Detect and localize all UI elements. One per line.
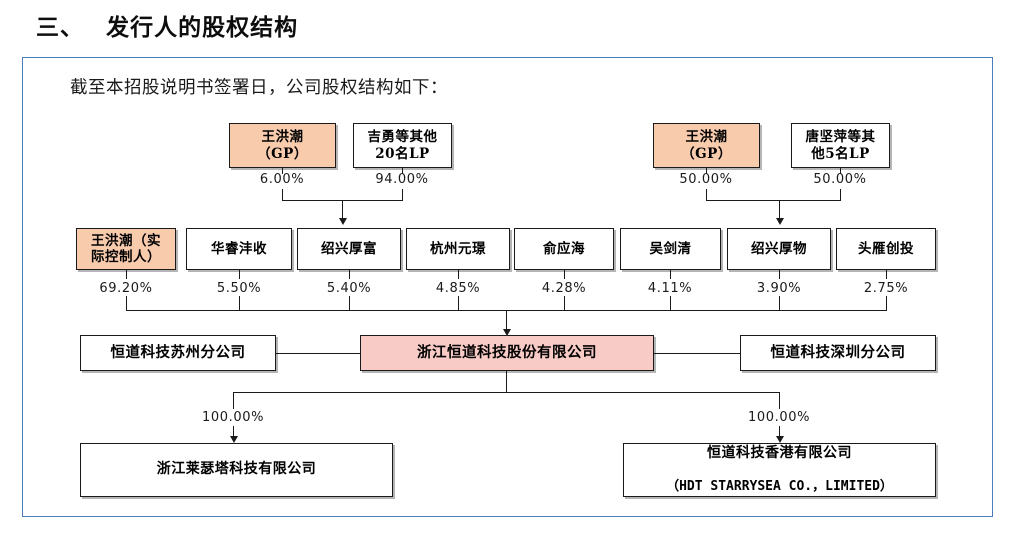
connector-sh7-drop (886, 296, 888, 311)
pct-shareholder-6: 3.90% (756, 281, 802, 296)
shareholder-box-3[interactable]: 杭州元璟 (406, 228, 510, 270)
arrowhead-left-target (338, 218, 347, 225)
shareholder-box-5[interactable]: 吴剑清 (620, 228, 721, 270)
arrowhead-subsidiary-1 (775, 436, 784, 443)
partner-box-gp-left[interactable]: 王洪潮 （GP） (229, 123, 336, 168)
connector-left-to-target (342, 200, 344, 221)
connector-lp-right-drop (840, 189, 842, 201)
connector-gp-left-drop (282, 189, 284, 201)
subsidiary-0-label-cn: 浙江莱瑟塔科技有限公司 (156, 461, 317, 478)
connector-lp-right-stub (840, 168, 842, 174)
shareholder-box-6[interactable]: 绍兴厚物 (727, 228, 831, 270)
shareholder-box-7[interactable]: 头雁创投 (836, 228, 936, 270)
pct-subsidiary-1: 100.00% (747, 410, 811, 425)
arrowhead-right-target (775, 218, 784, 225)
pct-subsidiary-0: 100.00% (201, 410, 265, 425)
connector-sh3-stub (458, 270, 460, 279)
connector-sh4-drop (564, 296, 566, 311)
pct-shareholder-2: 5.40% (326, 281, 372, 296)
pct-lp-right: 50.00% (813, 172, 867, 187)
pct-shareholder-4: 4.28% (541, 281, 587, 296)
connector-issuer-to-right-branch (654, 353, 740, 355)
connector-lp-left-stub (402, 168, 404, 174)
connector-sh6-stub (779, 270, 781, 279)
connector-sh2-stub (349, 270, 351, 279)
page-title: 三、 发行人的股权结构 (36, 14, 299, 40)
connector-sh0-stub (126, 270, 128, 279)
connector-sh3-drop (458, 296, 460, 311)
connector-sub-right-drop2 (779, 426, 781, 438)
connector-bus-to-issuer (506, 310, 508, 332)
issuer-box[interactable]: 浙江恒道科技股份有限公司 (360, 335, 654, 371)
connector-sh1-stub (239, 270, 241, 279)
connector-lp-left-drop (402, 189, 404, 201)
pct-gp-right: 50.00% (679, 172, 733, 187)
partner-box-gp-right[interactable]: 王洪潮 （GP） (653, 123, 760, 168)
pct-gp-left: 6.00% (259, 172, 305, 187)
connector-subsidiary-bus (233, 392, 779, 394)
connector-sh5-stub (670, 270, 672, 279)
branch-box-right[interactable]: 恒道科技深圳分公司 (740, 335, 936, 371)
connector-sh5-drop (670, 296, 672, 311)
arrowhead-issuer (502, 329, 511, 336)
connector-issuer-to-left-branch (276, 353, 360, 355)
connector-sub-left-drop (233, 392, 235, 409)
connector-sh1-drop (239, 296, 241, 311)
shareholder-box-2[interactable]: 绍兴厚富 (297, 228, 401, 270)
partner-box-lp-right[interactable]: 唐坚萍等其 他5名LP (791, 123, 890, 168)
intro-text: 截至本招股说明书签署日，公司股权结构如下： (70, 78, 448, 98)
subsidiary-box-1[interactable]: 恒道科技香港有限公司 （HDT STARRYSEA CO.，LIMITED） (623, 443, 936, 497)
connector-right-to-target (779, 200, 781, 221)
connector-gp-left-stub (282, 168, 284, 174)
pct-shareholder-5: 4.11% (647, 281, 693, 296)
partner-box-lp-left[interactable]: 吉勇等其他 20名LP (353, 123, 452, 168)
connector-gp-right-stub (706, 168, 708, 174)
shareholder-box-0[interactable]: 王洪潮（实 际控制人） (76, 228, 176, 270)
shareholder-box-1[interactable]: 华睿沣收 (186, 228, 292, 270)
connector-right-bus (706, 200, 841, 202)
connector-sh2-drop (349, 296, 351, 311)
pct-shareholder-0: 69.20% (99, 281, 153, 296)
pct-shareholder-3: 4.85% (435, 281, 481, 296)
connector-sh4-stub (564, 270, 566, 279)
connector-gp-right-drop (706, 189, 708, 201)
connector-sh6-drop (779, 296, 781, 311)
shareholder-box-4[interactable]: 俞应海 (514, 228, 614, 270)
connector-sub-left-drop2 (233, 426, 235, 438)
connector-sub-right-drop (779, 392, 781, 409)
subsidiary-box-0[interactable]: 浙江莱瑟塔科技有限公司 (80, 443, 393, 497)
arrowhead-subsidiary-0 (229, 436, 238, 443)
connector-issuer-down (506, 371, 508, 393)
subsidiary-1-label-en: （HDT STARRYSEA CO.，LIMITED） (666, 479, 893, 495)
pct-shareholder-7: 2.75% (863, 281, 909, 296)
connector-sh7-stub (886, 270, 888, 279)
pct-lp-left: 94.00% (375, 172, 429, 187)
branch-box-left[interactable]: 恒道科技苏州分公司 (80, 335, 276, 371)
subsidiary-1-label-cn: 恒道科技香港有限公司 (707, 445, 852, 461)
pct-shareholder-1: 5.50% (216, 281, 262, 296)
connector-sh0-drop (126, 296, 128, 311)
